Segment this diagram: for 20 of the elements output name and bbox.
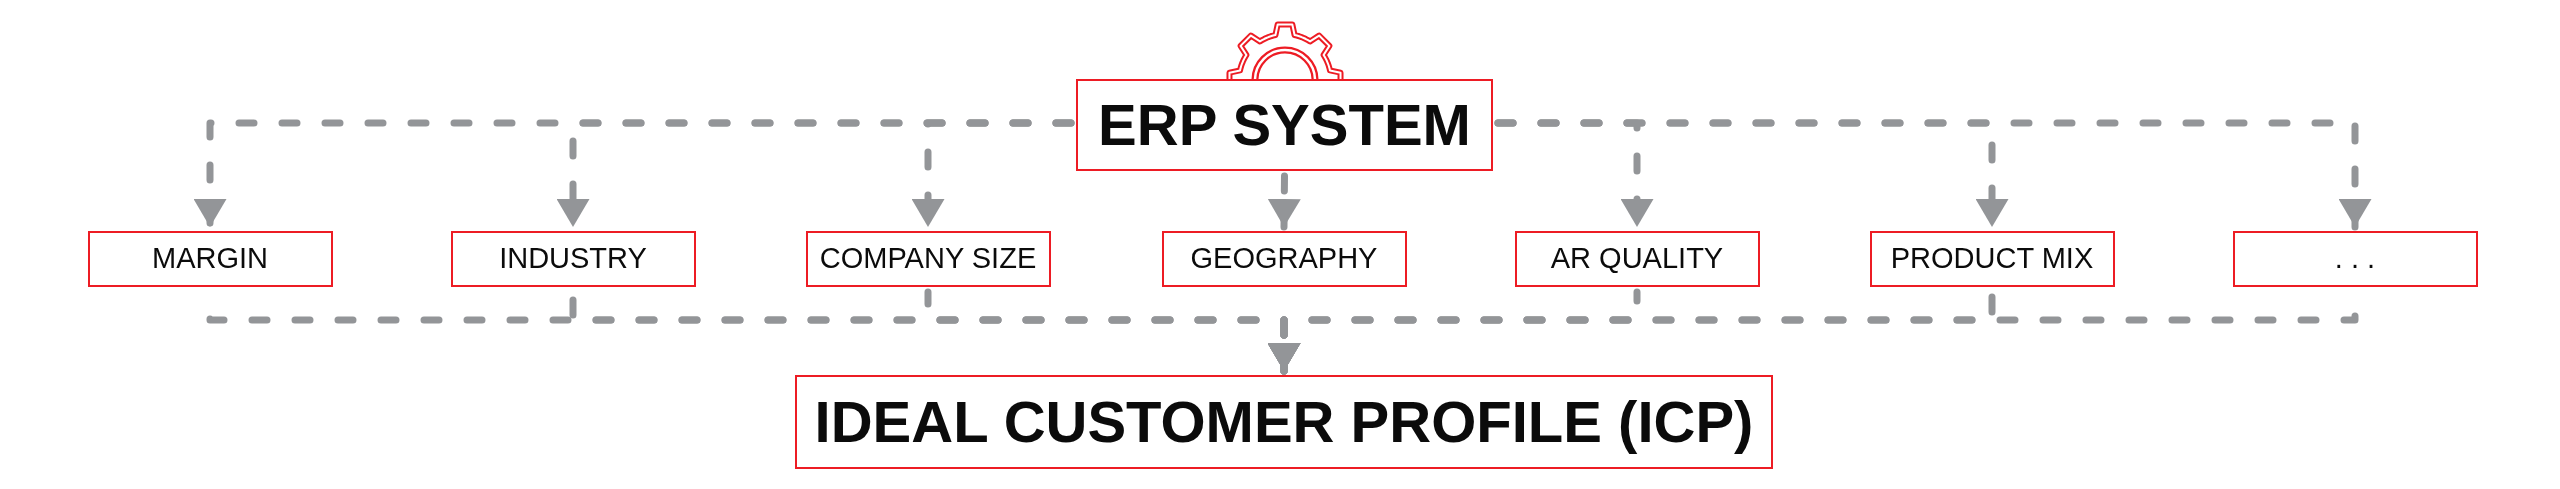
node-label: IDEAL CUSTOMER PROFILE (ICP) [814, 390, 1754, 454]
node-label: AR QUALITY [1550, 242, 1724, 276]
node-label: . . . [2334, 242, 2376, 276]
profile-box [795, 375, 1773, 469]
node-label: INDUSTRY [499, 242, 647, 276]
dashed-arrow [1267, 172, 1301, 231]
attribute-box [2232, 231, 2478, 287]
system-box [1076, 79, 1493, 171]
node-label: COMPANY SIZE [819, 242, 1037, 276]
attribute-box [1869, 231, 2115, 287]
dashed-arrow [1494, 119, 2372, 231]
node-label: ERP SYSTEM [1098, 93, 1471, 157]
node-label: PRODUCT MIX [1890, 242, 2094, 276]
node-label: MARGIN [152, 242, 268, 276]
attribute-box [1514, 231, 1760, 287]
attribute-box [450, 231, 696, 287]
attribute-box [1161, 231, 1407, 287]
attribute-box [805, 231, 1051, 287]
node-label: GEOGRAPHY [1190, 242, 1378, 276]
attribute-box [87, 231, 333, 287]
